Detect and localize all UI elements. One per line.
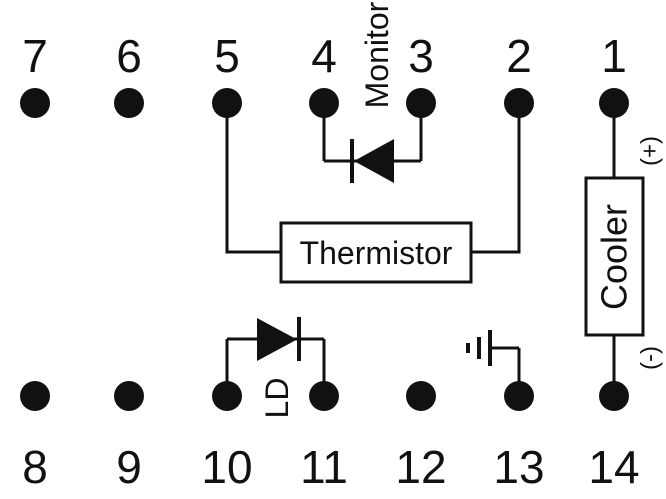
pin-13-label: 13 [493, 441, 544, 493]
pin-6-pad [114, 88, 144, 118]
pin-1-label: 1 [601, 30, 627, 82]
pin-2-pad [504, 88, 534, 118]
ground-icon [466, 330, 492, 366]
pin-3-pad [406, 88, 436, 118]
cooler-minus-label: (-) [637, 346, 664, 370]
pin-7-pad [20, 88, 50, 118]
pin-9-label: 9 [116, 441, 142, 493]
pin-5-pad [212, 88, 242, 118]
pin-10-pad [212, 381, 242, 411]
pin-12-pad [406, 381, 436, 411]
top-pin-labels: 7 6 5 4 3 2 1 [22, 30, 627, 82]
pin-6-label: 6 [116, 30, 142, 82]
pin-8-pad [20, 381, 50, 411]
pin-2-label: 2 [506, 30, 532, 82]
pin-11-pad [309, 381, 339, 411]
cooler-circuit: Cooler (+) (-) [584, 117, 664, 382]
laser-diode-symbol-icon [257, 318, 297, 361]
pin-14-pad [599, 381, 629, 411]
thermistor-box [279, 221, 473, 284]
pin-4-pad [309, 88, 339, 118]
thermistor-circuit: Thermistor [225, 117, 521, 284]
pin-8-label: 8 [22, 441, 48, 493]
photodiode-symbol-icon [354, 139, 394, 183]
ld-label: LD [259, 378, 295, 419]
pin-5-label: 5 [214, 30, 240, 82]
pin-12-label: 12 [395, 441, 446, 493]
pin-13-pad [504, 381, 534, 411]
cooler-plus-label: (+) [637, 136, 664, 166]
monitor-label: Monitor [359, 1, 395, 108]
pin-11-label: 11 [300, 441, 348, 493]
cooler-label: Cooler [594, 204, 635, 310]
top-pin-pads [20, 88, 629, 118]
pin-14-label: 14 [588, 441, 639, 493]
pin-10-label: 10 [201, 441, 252, 493]
pin-7-label: 7 [22, 30, 48, 82]
pin-1-pad [599, 88, 629, 118]
thermistor-label: Thermistor [300, 235, 453, 271]
wire-pin2-to-thermistor [471, 117, 521, 254]
bottom-pin-pads [20, 381, 629, 411]
pin-4-label: 4 [311, 30, 337, 82]
pin-3-label: 3 [408, 30, 434, 82]
wire-pin5-to-thermistor [225, 117, 281, 254]
case-ground-circuit [466, 330, 521, 382]
monitor-photodiode-circuit: Monitor [322, 1, 423, 183]
laser-diode-circuit: LD [225, 317, 326, 419]
pin-9-pad [114, 381, 144, 411]
cooler-box [584, 176, 645, 337]
bottom-pin-labels: 8 9 10 11 12 13 14 [22, 441, 639, 493]
